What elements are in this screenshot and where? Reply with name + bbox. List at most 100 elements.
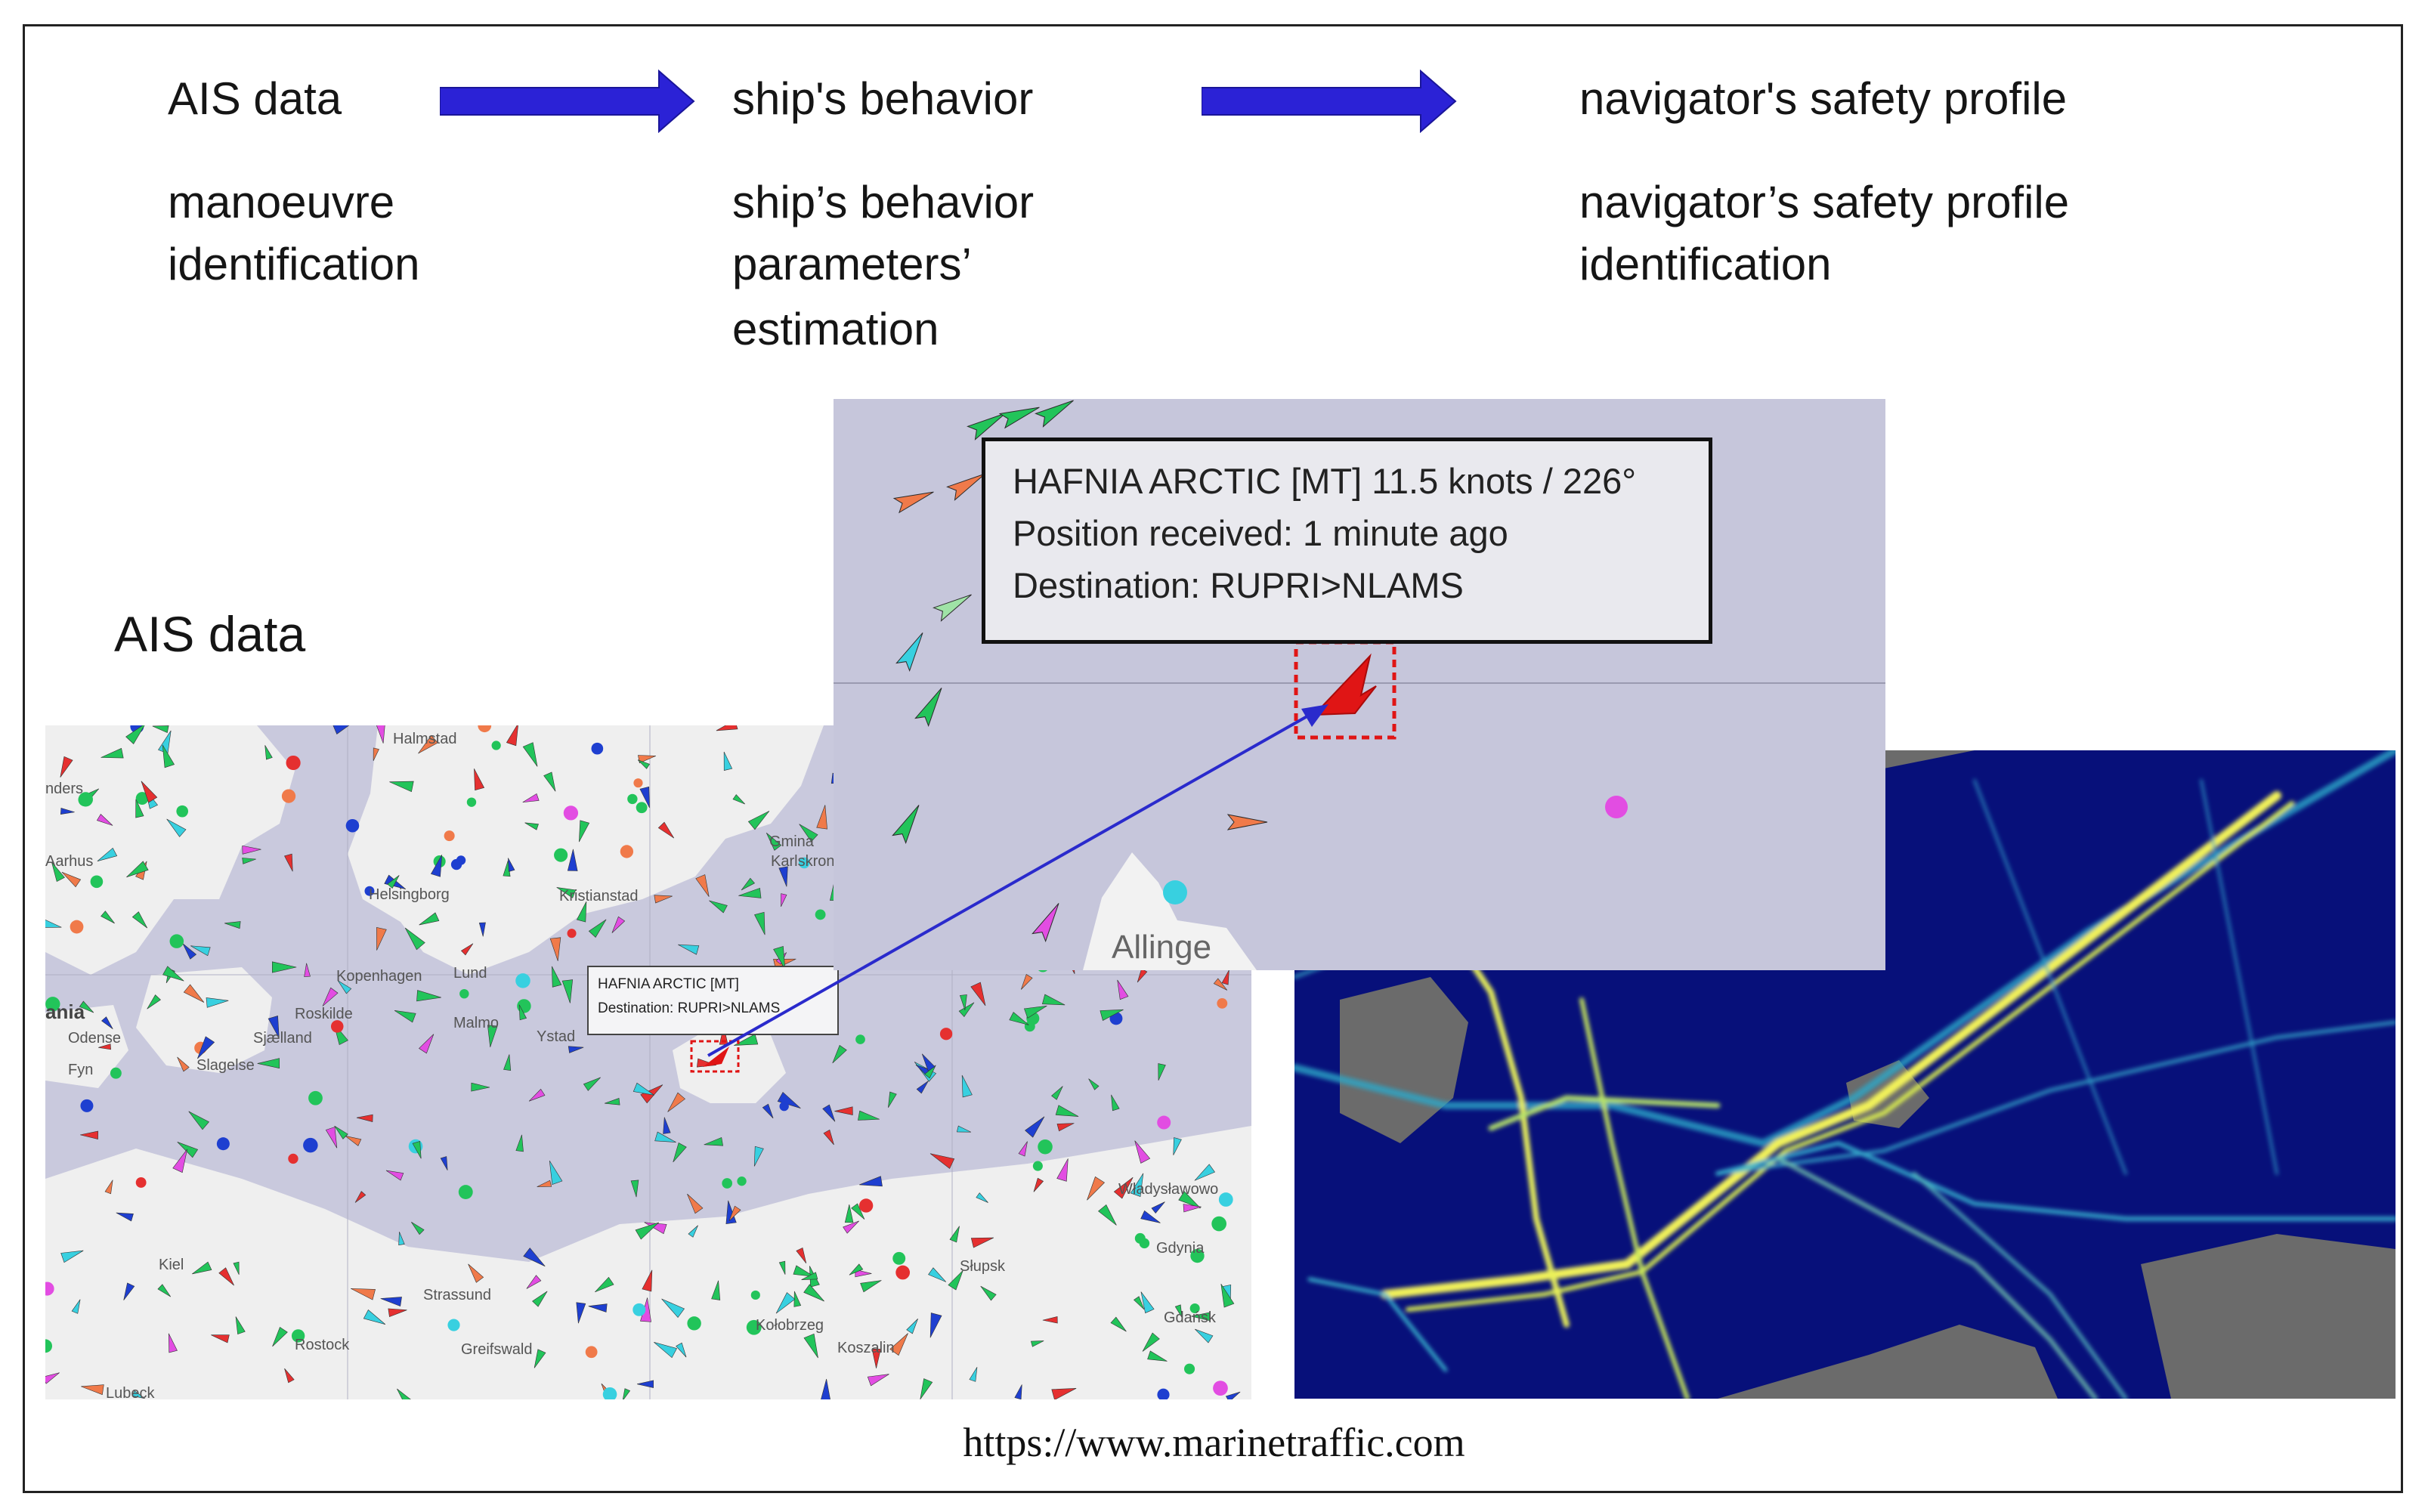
ship-marker[interactable]: [1190, 1248, 1205, 1263]
ship-marker[interactable]: [567, 849, 578, 871]
ship-marker[interactable]: [1137, 1290, 1155, 1314]
ship-marker[interactable]: [609, 916, 626, 935]
ship-marker[interactable]: [135, 792, 149, 805]
ship-marker[interactable]: [561, 979, 575, 1004]
ship-marker[interactable]: [948, 1268, 967, 1291]
ship-marker[interactable]: [45, 1282, 54, 1296]
ship-marker[interactable]: [216, 1137, 230, 1151]
ship-marker[interactable]: [1031, 1338, 1044, 1347]
ship-marker[interactable]: [867, 1370, 890, 1387]
ship-marker[interactable]: [132, 799, 144, 818]
ship-marker[interactable]: [503, 1054, 513, 1071]
ship-marker[interactable]: [70, 920, 84, 934]
ship-marker[interactable]: [654, 892, 673, 904]
ship-marker[interactable]: [1014, 1384, 1025, 1399]
ship-marker[interactable]: [978, 1283, 997, 1301]
ship-marker[interactable]: [1082, 1176, 1106, 1203]
ship-marker[interactable]: [928, 1149, 955, 1169]
ship-marker[interactable]: [291, 1329, 305, 1343]
ship-marker[interactable]: [1178, 1191, 1204, 1213]
ship-marker[interactable]: [627, 793, 638, 805]
ship-marker[interactable]: [471, 1082, 490, 1092]
ship-marker[interactable]: [657, 821, 676, 841]
ship-marker[interactable]: [722, 1178, 733, 1189]
ship-marker[interactable]: [895, 1265, 911, 1280]
ship-marker[interactable]: [957, 1074, 973, 1098]
ship-marker[interactable]: [152, 725, 169, 734]
ship-marker[interactable]: [524, 820, 539, 830]
ship-marker[interactable]: [858, 1176, 883, 1190]
ship-marker[interactable]: [162, 966, 187, 985]
ship-marker[interactable]: [620, 845, 634, 858]
ship-marker[interactable]: [527, 1088, 546, 1104]
ship-marker[interactable]: [158, 744, 175, 768]
ship-marker[interactable]: [1087, 1077, 1100, 1090]
ship-marker[interactable]: [855, 1034, 865, 1044]
ship-marker[interactable]: [45, 1339, 53, 1353]
ship-marker[interactable]: [919, 1052, 936, 1071]
ship-marker[interactable]: [967, 407, 1009, 441]
ship-marker[interactable]: [585, 1346, 598, 1359]
ship-marker[interactable]: [820, 1378, 831, 1399]
ship-marker[interactable]: [308, 1090, 323, 1105]
ship-marker[interactable]: [415, 734, 438, 757]
ship-marker[interactable]: [1183, 1203, 1202, 1213]
ship-marker[interactable]: [257, 1058, 280, 1069]
ship-marker[interactable]: [304, 963, 311, 977]
ship-marker[interactable]: [332, 1124, 348, 1139]
ship-marker[interactable]: [1031, 1177, 1044, 1193]
ship-marker[interactable]: [688, 1224, 701, 1238]
ship-marker[interactable]: [1217, 997, 1228, 1009]
ship-marker[interactable]: [96, 813, 114, 828]
ship-marker[interactable]: [858, 1198, 874, 1213]
ship-marker[interactable]: [588, 1302, 608, 1313]
ship-marker[interactable]: [80, 1130, 99, 1139]
ship-marker[interactable]: [636, 758, 650, 769]
ship-marker[interactable]: [933, 588, 975, 622]
ship-marker[interactable]: [336, 978, 352, 994]
ship-marker[interactable]: [574, 820, 590, 843]
ship-marker[interactable]: [469, 768, 485, 791]
ship-marker[interactable]: [71, 1298, 83, 1314]
ship-marker[interactable]: [1018, 1140, 1031, 1157]
ship-marker[interactable]: [282, 1367, 295, 1384]
ship-marker[interactable]: [658, 1294, 685, 1319]
ship-marker[interactable]: [417, 912, 440, 929]
ship-marker[interactable]: [588, 917, 609, 938]
ship-marker[interactable]: [800, 1272, 818, 1283]
ship-marker[interactable]: [110, 1067, 122, 1079]
ship-marker[interactable]: [169, 934, 184, 948]
ship-marker[interactable]: [90, 875, 104, 889]
ship-marker[interactable]: [1225, 1389, 1242, 1399]
ship-marker[interactable]: [956, 1125, 972, 1135]
ship-marker[interactable]: [1211, 1216, 1226, 1232]
ship-marker[interactable]: [638, 752, 657, 764]
ship-marker[interactable]: [104, 1179, 116, 1195]
ship-marker[interactable]: [871, 1349, 881, 1368]
ship-marker[interactable]: [545, 1159, 563, 1185]
ship-marker[interactable]: [460, 942, 475, 956]
ship-marker[interactable]: [1051, 1383, 1078, 1399]
ship-marker[interactable]: [232, 1316, 246, 1335]
ship-marker[interactable]: [385, 1167, 404, 1181]
ship-marker[interactable]: [803, 1284, 827, 1305]
ship-marker[interactable]: [98, 1044, 111, 1050]
ship-marker[interactable]: [401, 924, 425, 951]
ship-marker[interactable]: [176, 805, 189, 818]
ship-marker[interactable]: [131, 911, 150, 931]
ship-marker[interactable]: [100, 747, 124, 762]
ship-marker[interactable]: [726, 1205, 741, 1223]
ship-marker[interactable]: [79, 1000, 95, 1016]
ship-marker[interactable]: [515, 973, 530, 988]
ship-marker[interactable]: [823, 1129, 837, 1146]
ship-marker[interactable]: [135, 1177, 147, 1188]
ship-marker[interactable]: [815, 909, 826, 920]
ship-marker[interactable]: [683, 1192, 704, 1214]
ship-marker[interactable]: [889, 1330, 912, 1356]
ship-marker[interactable]: [183, 984, 207, 1006]
ship-marker[interactable]: [284, 853, 296, 872]
ship-marker[interactable]: [855, 1269, 872, 1278]
ship-marker[interactable]: [478, 725, 492, 733]
ship-marker[interactable]: [397, 1232, 405, 1246]
ship-marker[interactable]: [242, 845, 261, 855]
